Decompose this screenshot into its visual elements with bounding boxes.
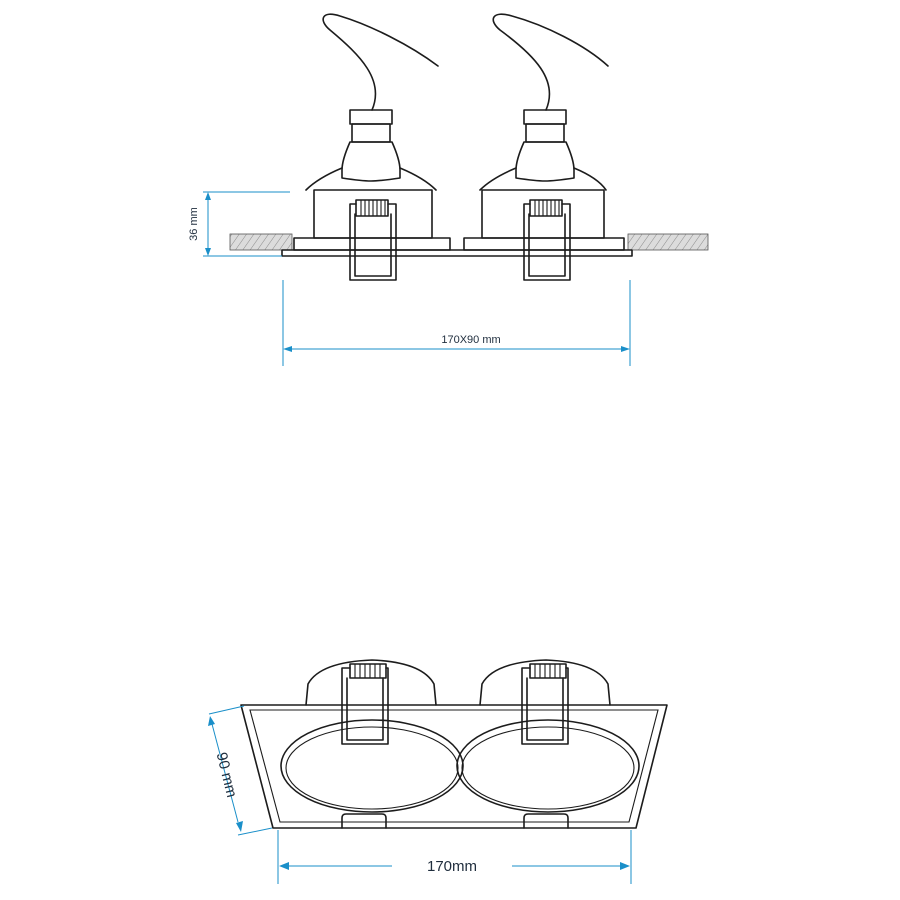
- ceiling-board-right: [627, 233, 709, 251]
- front-view: 90 mm 170mm: [208, 659, 668, 884]
- trim-plate: [281, 249, 633, 257]
- spring-clip: [523, 199, 571, 281]
- spring-clip-left: [341, 663, 389, 829]
- spring-clip-right: [521, 663, 569, 829]
- housing-cap-right: [479, 659, 611, 706]
- housing-base: [463, 237, 625, 251]
- bottom-tab: [341, 813, 387, 829]
- width-label: 170X90 mm: [441, 334, 500, 346]
- depth-label: 90 mm: [213, 751, 241, 800]
- gu10-socket: [349, 109, 393, 125]
- power-cable: [492, 13, 609, 111]
- front-width-label: 170mm: [427, 858, 477, 875]
- opening-left: [280, 719, 464, 813]
- bottom-tab: [523, 813, 569, 829]
- height-label: 36 mm: [188, 207, 200, 241]
- side-fixture-right: [463, 13, 625, 281]
- opening-right: [456, 719, 640, 813]
- housing-cap-left: [305, 659, 437, 706]
- side-fixture-left: [293, 13, 451, 281]
- height-dimension: 36 mm: [188, 191, 290, 257]
- reflector-cone: [305, 167, 437, 191]
- spring-clip: [349, 199, 397, 281]
- front-width-dimension: 170mm: [277, 830, 632, 884]
- side-view: 36 mm 170X90 mm: [188, 13, 709, 366]
- lamp-body: [341, 141, 401, 182]
- width-dimension: 170X90 mm: [282, 280, 631, 366]
- housing-base: [293, 237, 451, 251]
- ceiling-board-left: [229, 233, 293, 251]
- gu10-socket: [523, 109, 567, 125]
- power-cable: [322, 13, 439, 111]
- lamp-body: [515, 141, 575, 182]
- depth-dimension: 90 mm: [208, 705, 273, 836]
- reflector-cone: [479, 167, 607, 191]
- trim-frame-outer: [240, 704, 668, 829]
